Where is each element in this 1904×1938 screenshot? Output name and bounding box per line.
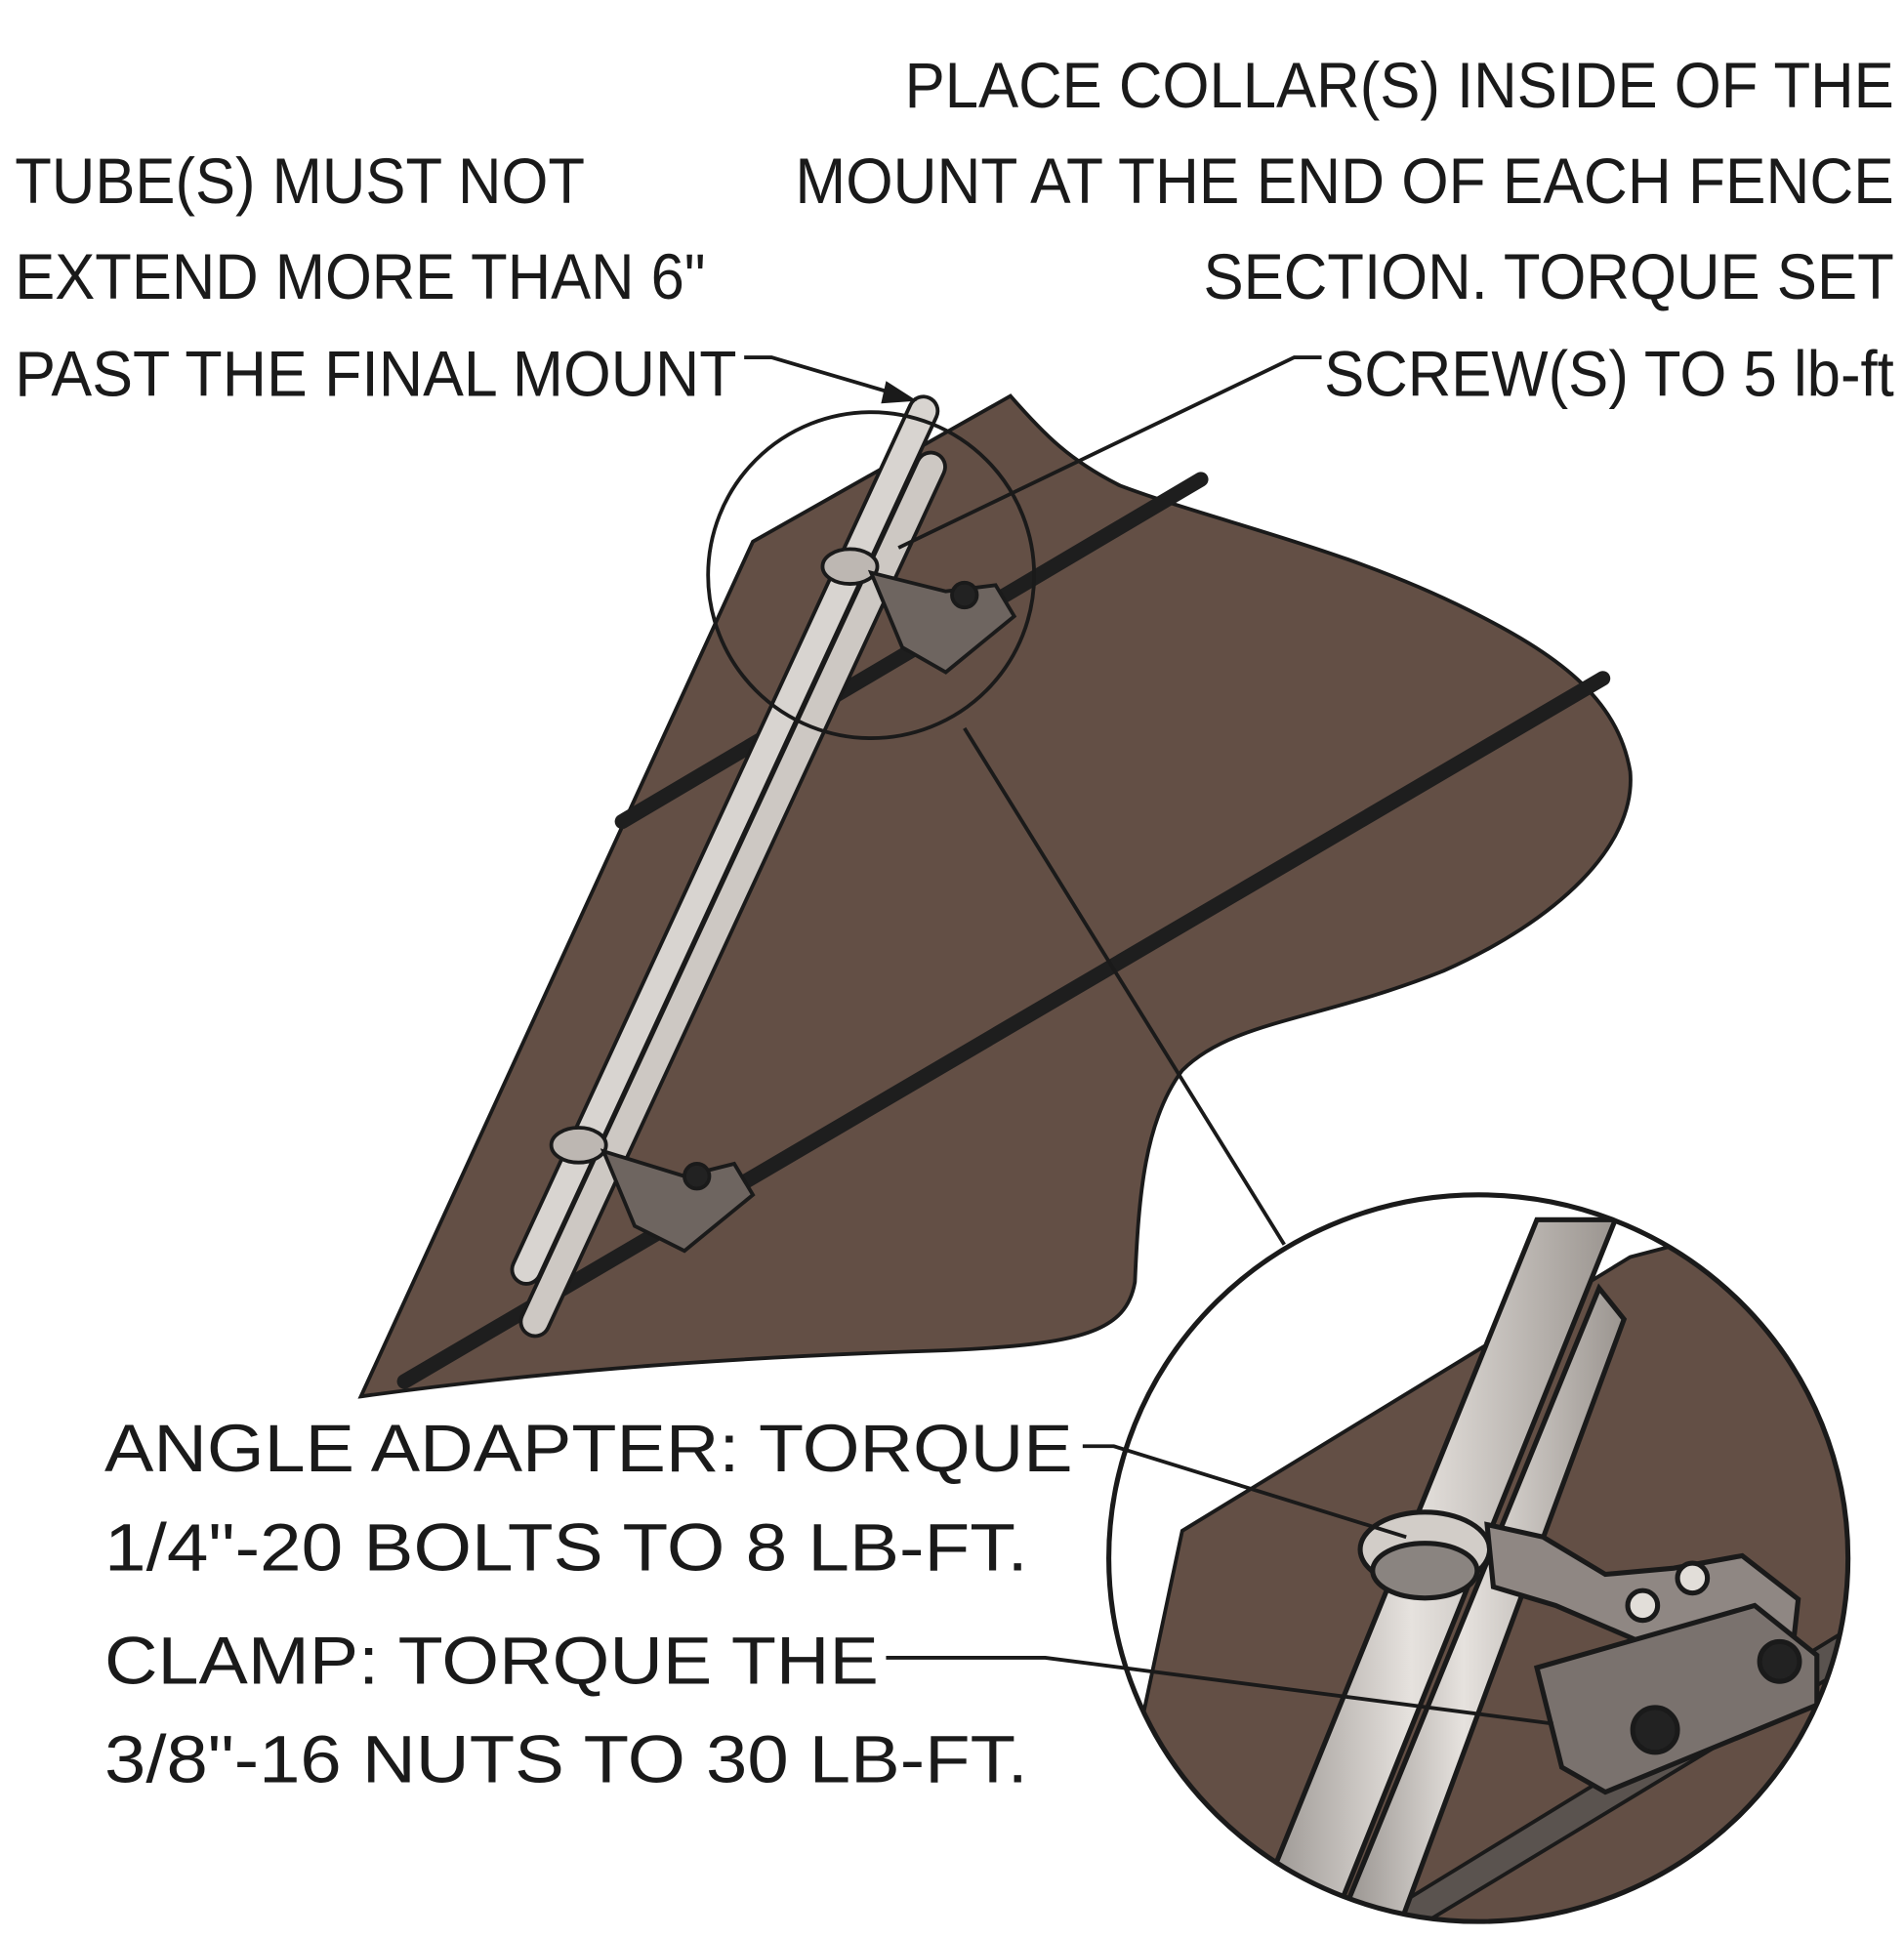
detail-tube-back <box>1327 1283 1628 1922</box>
note-line: 1/4"-20 BOLTS TO 8 LB-FT. <box>104 1510 1028 1586</box>
nut-icon <box>1630 1705 1680 1755</box>
detail-collar <box>1357 1509 1493 1601</box>
detail-connector <box>963 726 1286 1246</box>
note-collar: PLACE COLLAR(S) INSIDE OF THE MOUNT AT T… <box>795 50 1893 411</box>
note-line: ANGLE ADAPTER: TORQUE <box>104 1411 1073 1486</box>
detail-callout-circle <box>706 410 1037 740</box>
leader-collar <box>897 355 1322 550</box>
fence-panel <box>357 393 1633 1399</box>
note-line: CLAMP: TORQUE THE <box>104 1624 879 1699</box>
nut-icon <box>1757 1638 1802 1684</box>
bolt-head-icon <box>1625 1588 1661 1624</box>
rail-lower <box>396 671 1611 1389</box>
note-angle-adapter: ANGLE ADAPTER: TORQUE 1/4"-20 BOLTS TO 8… <box>104 1411 1073 1586</box>
leader-clamp <box>886 1656 1553 1726</box>
mount-lower <box>549 1126 756 1254</box>
arrowhead-icon <box>881 381 918 404</box>
note-line: 3/8"-16 NUTS TO 30 LB-FT. <box>104 1721 1028 1796</box>
note-clamp: CLAMP: TORQUE THE 3/8"-16 NUTS TO 30 LB-… <box>104 1624 1028 1797</box>
note-line: SECTION. TORQUE SET <box>1203 241 1893 313</box>
bolt-head-icon <box>1675 1560 1711 1596</box>
leader-tube-extension <box>744 355 918 404</box>
detail-view <box>1106 1192 1851 1924</box>
note-line: PLACE COLLAR(S) INSIDE OF THE <box>905 50 1894 122</box>
note-line: PAST THE FINAL MOUNT <box>15 339 736 411</box>
note-tube-extension: TUBE(S) MUST NOT EXTEND MORE THAN 6" PAS… <box>15 145 736 411</box>
note-line: SCREW(S) TO 5 lb-ft <box>1324 339 1894 411</box>
note-line: EXTEND MORE THAN 6" <box>15 241 705 313</box>
leader-angle-adapter <box>1082 1444 1407 1540</box>
note-line: MOUNT AT THE END OF EACH FENCE <box>795 145 1893 218</box>
note-line: TUBE(S) MUST NOT <box>15 145 585 218</box>
mount-upper <box>820 547 1017 675</box>
